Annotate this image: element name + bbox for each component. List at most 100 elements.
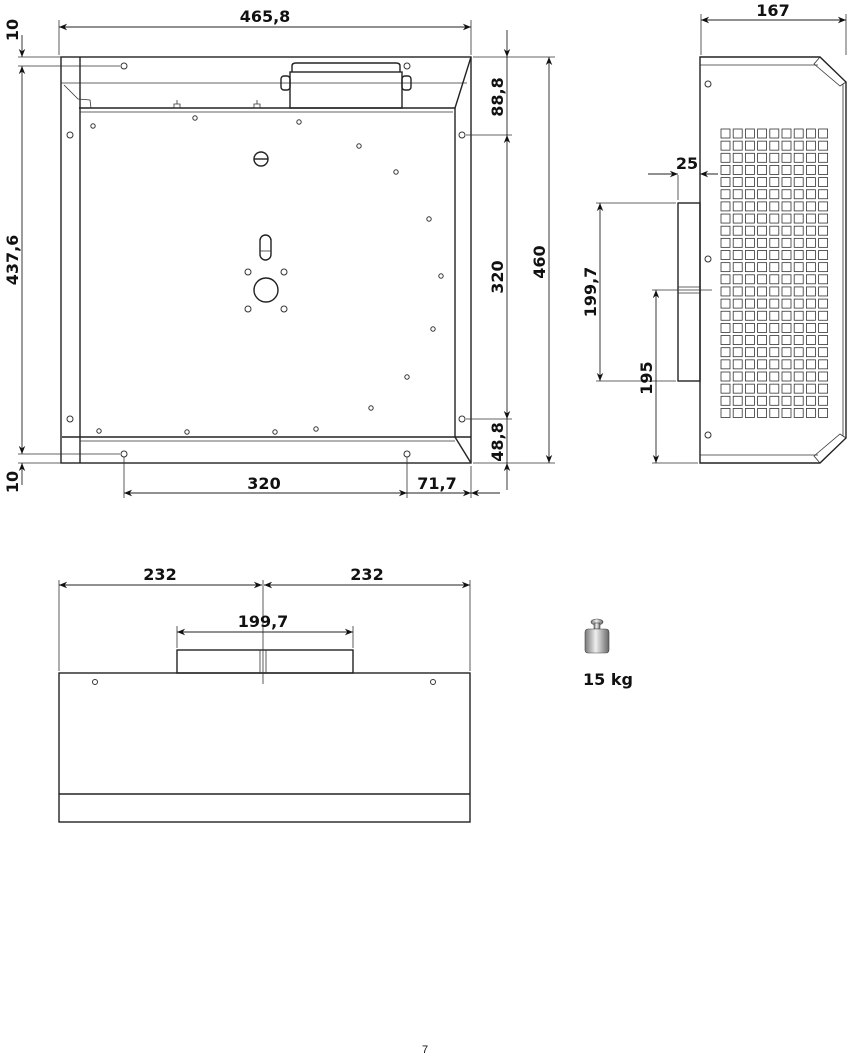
- dim-collar-depth: 25: [676, 154, 698, 173]
- grille-cell: [745, 395, 755, 406]
- grille-cell: [769, 237, 780, 248]
- dim-collar-width: 199,7: [238, 612, 289, 631]
- grille-cell: [720, 250, 731, 260]
- grille-cell: [745, 165, 755, 175]
- grille-cell: [757, 335, 767, 345]
- grille-cell: [732, 298, 743, 309]
- grille-cell: [769, 262, 780, 273]
- grille-cell: [745, 250, 755, 260]
- duct-collar-side: [677, 202, 701, 382]
- grille-cell: [720, 128, 731, 139]
- grille-cell: [732, 128, 743, 139]
- grille-cell: [745, 347, 755, 358]
- grille-cell: [757, 286, 767, 297]
- grille-cell: [732, 140, 743, 151]
- grille-cell: [769, 213, 780, 224]
- grille-cell: [720, 213, 731, 224]
- grille-cell: [757, 237, 767, 248]
- grille-cell: [769, 177, 780, 188]
- grille-cell: [806, 347, 816, 358]
- grille-cell: [757, 213, 767, 224]
- grille-cell: [793, 298, 804, 309]
- grille-cell: [806, 152, 816, 163]
- grille-cell: [818, 225, 828, 236]
- grille-cell: [793, 140, 804, 151]
- grille-cell: [769, 274, 780, 285]
- grille-cell: [818, 165, 828, 175]
- grille-cell: [732, 371, 743, 382]
- grille-cell: [781, 165, 792, 175]
- dim-vertical-spacing: 320: [488, 260, 507, 293]
- grille-cell: [781, 347, 792, 358]
- grille-cell: [769, 201, 780, 212]
- grille-cell: [793, 359, 804, 370]
- grille-cell: [769, 140, 780, 151]
- grille-cell: [745, 225, 755, 236]
- grille-cell: [793, 189, 804, 200]
- grille-cell: [720, 322, 731, 333]
- bottom-dimensions: 232 232 199,7: [58, 565, 471, 684]
- grille-cell: [732, 201, 743, 212]
- screw: [253, 151, 269, 167]
- slot-and-flange: [244, 234, 288, 313]
- grille-cell: [781, 213, 792, 224]
- grille-cell: [732, 152, 743, 163]
- grille-cell: [732, 165, 743, 175]
- grille-cell: [806, 189, 816, 200]
- grille-cell: [818, 262, 828, 273]
- grille-cell: [818, 383, 828, 394]
- grille-cell: [720, 225, 731, 236]
- grille-cell: [757, 359, 767, 370]
- grille-cell: [745, 189, 755, 200]
- grille-cell: [720, 359, 731, 370]
- grille-cell: [793, 322, 804, 333]
- grille-cell: [806, 213, 816, 224]
- grille-cell: [781, 286, 792, 297]
- grille-cell: [769, 371, 780, 382]
- grille-cell: [781, 383, 792, 394]
- grille-cell: [745, 237, 755, 248]
- grille-cell: [757, 177, 767, 188]
- dim-width: 465,8: [240, 7, 291, 26]
- grille-cell: [769, 225, 780, 236]
- dim-top-band: 88,8: [488, 77, 507, 116]
- grille-cell: [818, 274, 828, 285]
- grille-cell: [769, 286, 780, 297]
- grille-cell: [781, 128, 792, 139]
- grille-cell: [806, 322, 816, 333]
- grille-cell: [757, 225, 767, 236]
- grille-cell: [720, 383, 731, 394]
- grille-cell: [769, 250, 780, 260]
- grille-cell: [732, 225, 743, 236]
- grille-cell: [806, 140, 816, 151]
- grille-cell: [769, 359, 780, 370]
- grille-cell: [818, 310, 828, 321]
- dim-bottom-offset: 10: [3, 471, 22, 493]
- front-view: 465,8 10 437,6 10 88,8 320 48,8 460: [3, 7, 555, 498]
- grille-cell: [781, 152, 792, 163]
- studs: [173, 100, 261, 109]
- grille-cell: [720, 310, 731, 321]
- grille-cell: [781, 395, 792, 406]
- grille-cell: [769, 395, 780, 406]
- dim-left-half: 232: [143, 565, 176, 584]
- grille-cell: [818, 140, 828, 151]
- dim-bottom-band: 48,8: [488, 422, 507, 461]
- grille-cell: [720, 189, 731, 200]
- grille-cell: [769, 347, 780, 358]
- side-dimensions: 167 25 199,7 195: [581, 1, 847, 464]
- grille-cell: [818, 213, 828, 224]
- grille-cell: [806, 201, 816, 212]
- grille-cell: [720, 140, 731, 151]
- grille-cell: [781, 274, 792, 285]
- outlet-box: [280, 62, 412, 109]
- grille-cell: [781, 310, 792, 321]
- grille-cell: [793, 152, 804, 163]
- dim-depth: 167: [756, 1, 789, 20]
- grille-cell: [818, 152, 828, 163]
- grille-cell: [769, 298, 780, 309]
- grille-cell: [806, 371, 816, 382]
- grille-cell: [745, 310, 755, 321]
- grille-cell: [745, 322, 755, 333]
- grille-cell: [757, 310, 767, 321]
